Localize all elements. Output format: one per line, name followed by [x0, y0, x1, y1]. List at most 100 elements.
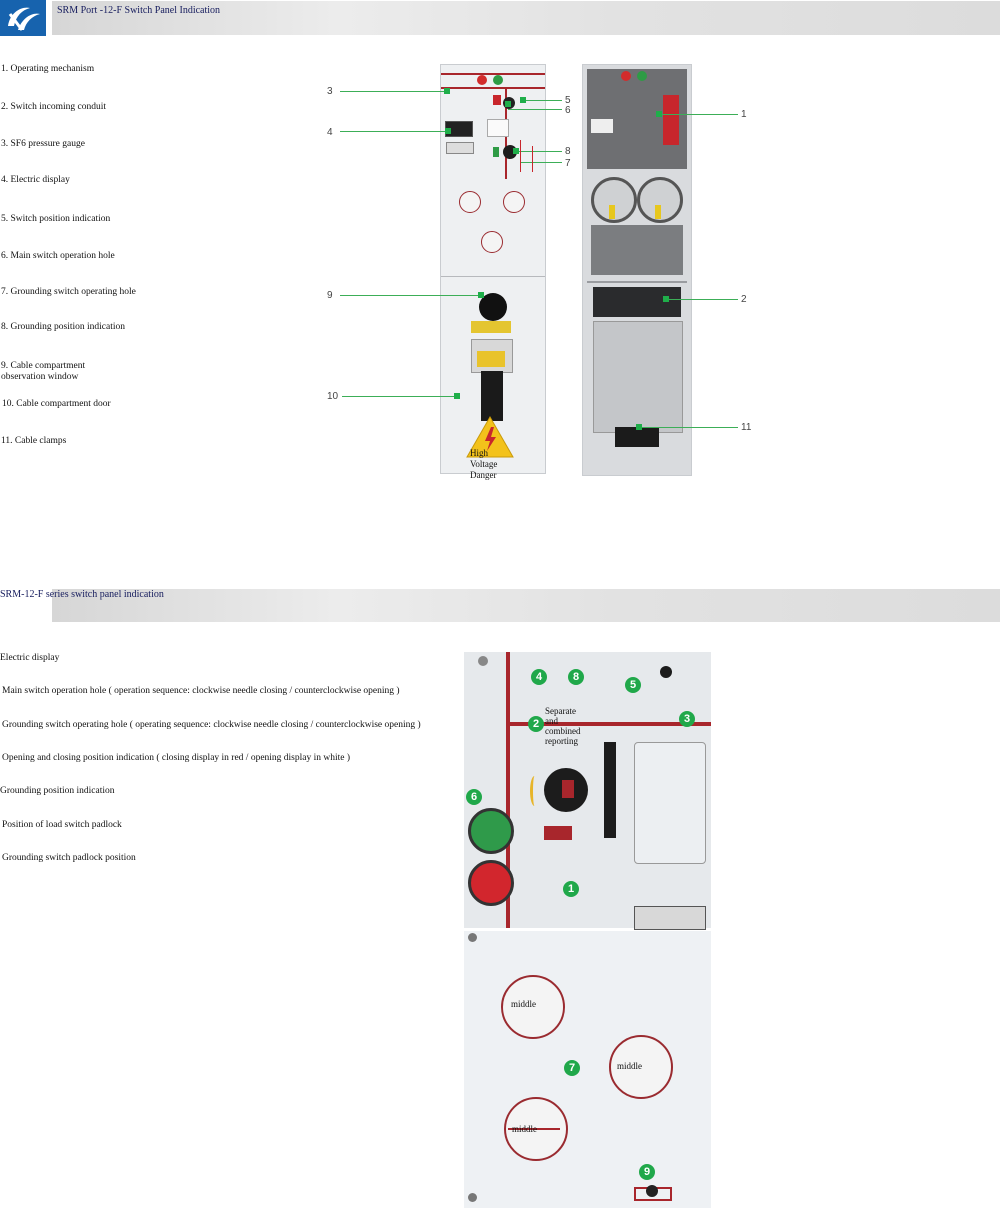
number-badge: 7 — [564, 1060, 580, 1076]
display-window-icon — [634, 906, 706, 930]
legend-item: observation window — [1, 372, 79, 382]
yellow-tag-icon — [655, 205, 661, 219]
operation-hole-icon — [501, 975, 565, 1039]
callout-number: 2 — [741, 294, 747, 305]
callout-number: 8 — [565, 146, 571, 157]
aperture-icon — [459, 191, 481, 213]
legend-item: 3. SF6 pressure gauge — [1, 139, 85, 149]
switch-panel-internal — [582, 64, 692, 476]
hole-label: middle — [617, 1061, 642, 1071]
list-item: Main switch operation hole ( operation s… — [2, 686, 400, 696]
grounding-flag-icon — [493, 147, 499, 157]
number-badge: 9 — [639, 1164, 655, 1180]
callout-leader — [520, 162, 562, 163]
number-badge: 3 — [679, 711, 695, 727]
number-badge: 6 — [466, 789, 482, 805]
callout-dot — [445, 128, 451, 134]
number-badge: 8 — [568, 669, 584, 685]
panel-divider — [587, 281, 687, 283]
legend-item: 5. Switch position indication — [1, 214, 111, 224]
green-indicator-lamp-icon — [493, 75, 503, 85]
callout-number: 7 — [565, 158, 571, 169]
callout-dot — [505, 101, 511, 107]
callout-dot — [663, 296, 669, 302]
aperture-icon — [481, 231, 503, 253]
padlock-bar-icon — [604, 742, 616, 838]
callout-dot — [636, 424, 642, 430]
callout-leader — [660, 114, 738, 115]
page-title: SRM Port -12-F Switch Panel Indication — [57, 5, 221, 16]
list-item: Electric display — [0, 653, 60, 663]
legend-item: 7. Grounding switch operating hole — [1, 287, 136, 297]
grounding-arrow-icon — [520, 140, 521, 172]
number-badge: 2 — [528, 716, 544, 732]
section-header-bar — [52, 589, 1000, 622]
lower-panel — [464, 931, 711, 1208]
red-arm-icon — [663, 95, 679, 145]
callout-leader — [522, 100, 562, 101]
strike-bar-icon — [508, 1128, 560, 1130]
callout-leader — [508, 109, 562, 110]
danger-label-icon — [477, 351, 505, 367]
callout-number: 9 — [327, 290, 333, 301]
legend-item: 10. Cable compartment door — [2, 399, 111, 409]
switch-position-label-icon — [544, 826, 572, 840]
company-logo — [0, 0, 46, 36]
switch-panel-front — [440, 64, 546, 474]
padlock-hole-icon — [660, 666, 672, 678]
green-indicator-lamp-icon — [637, 71, 647, 81]
callout-dot — [478, 292, 484, 298]
separate-label-line: reporting — [545, 736, 578, 746]
warning-sign-line: Danger — [470, 470, 497, 480]
list-item: Opening and closing position indication … — [2, 753, 351, 763]
padlock-hole-icon — [646, 1185, 658, 1197]
list-item: Position of load switch padlock — [2, 820, 122, 830]
header-bar — [52, 1, 1000, 35]
panel-closeup — [464, 652, 711, 930]
cable-clamp-icon — [615, 427, 659, 447]
separate-label-line: combined — [545, 726, 581, 736]
callout-number: 5 — [565, 95, 571, 106]
number-badge: 1 — [563, 881, 579, 897]
callout-dot — [454, 393, 460, 399]
separate-label-line: Separate — [545, 706, 576, 716]
callout-leader — [666, 299, 738, 300]
red-open-button-icon — [468, 860, 514, 906]
grounding-arrow-icon — [532, 146, 533, 172]
legend-item: 8. Grounding position indication — [1, 322, 126, 332]
cable-compartment-icon — [593, 321, 683, 433]
panel-divider — [441, 276, 545, 277]
callout-leader — [340, 91, 448, 92]
hole-label: middle — [512, 1124, 537, 1134]
display-buttons-icon — [446, 142, 474, 154]
list-item: Grounding position indication — [0, 786, 115, 796]
warning-sign-line: Voltage — [470, 459, 498, 469]
legend-item: 2. Switch incoming conduit — [1, 102, 107, 112]
high-voltage-warning-icon — [466, 415, 514, 458]
yellow-tag-icon — [609, 205, 615, 219]
hole-label: middle — [511, 999, 536, 1009]
list-item: Grounding switch padlock position — [2, 853, 136, 863]
green-close-button-icon — [468, 808, 514, 854]
aperture-icon — [503, 191, 525, 213]
label-plate-icon — [591, 119, 613, 133]
callout-leader — [516, 151, 562, 152]
callout-dot — [520, 97, 526, 103]
number-badge: 4 — [531, 669, 547, 685]
callout-number: 6 — [565, 105, 571, 116]
sf6-gauge-icon — [487, 119, 509, 137]
switch-pointer-icon — [562, 780, 574, 798]
panel-red-strip — [441, 73, 545, 75]
cable-door-handle-icon — [481, 371, 503, 421]
callout-dot — [513, 148, 519, 154]
operation-hole-icon — [609, 1035, 673, 1099]
list-item: Grounding switch operating hole ( operat… — [2, 720, 421, 730]
rotation-arrow-icon — [530, 776, 539, 806]
switch-position-flag-icon — [493, 95, 501, 105]
callout-number: 1 — [741, 109, 747, 120]
callout-leader — [340, 295, 482, 296]
legend-item: 1. Operating mechanism — [1, 64, 95, 74]
number-badge: 5 — [625, 677, 641, 693]
callout-dot — [444, 88, 450, 94]
section-title: SRM-12-F series switch panel indication — [0, 589, 164, 600]
